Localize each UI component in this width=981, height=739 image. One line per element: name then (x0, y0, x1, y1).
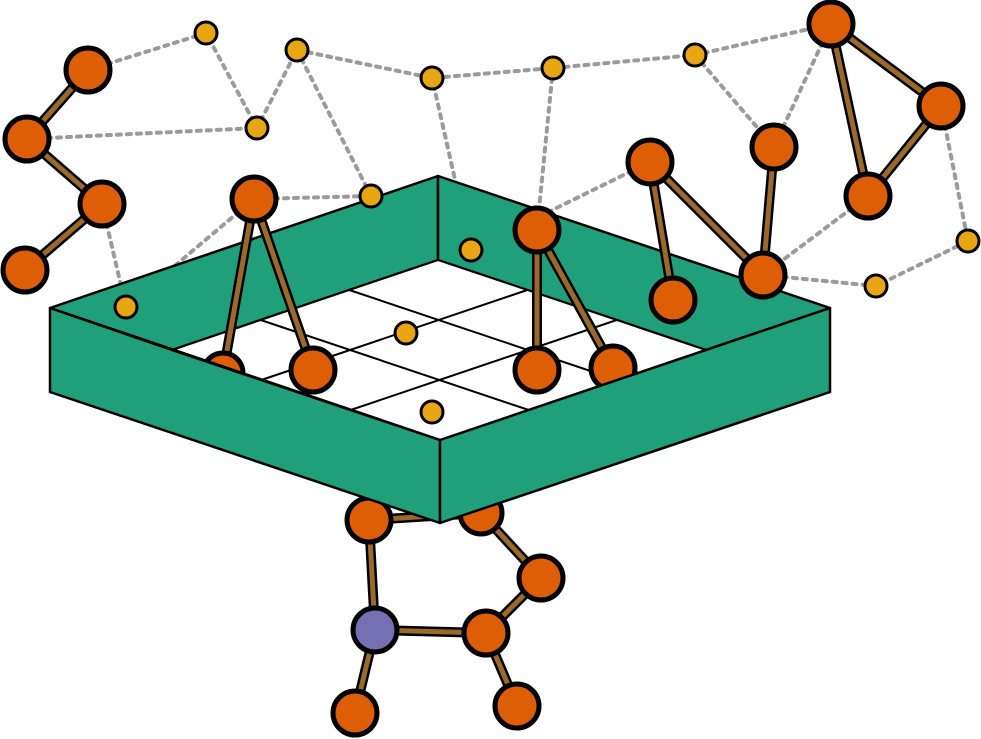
atom (330, 688, 380, 738)
bond (828, 21, 944, 199)
atom (625, 137, 675, 187)
atom (229, 174, 279, 224)
atom (461, 608, 511, 658)
molecule-left-chain (0, 45, 127, 295)
atom (288, 345, 338, 395)
small-node (863, 273, 889, 299)
atom (63, 45, 113, 95)
atom (749, 122, 799, 172)
bond (364, 508, 546, 638)
small-node (419, 65, 445, 91)
grid-line (350, 319, 618, 411)
atom (648, 275, 698, 325)
bond (23, 68, 105, 272)
tray-rim-left (48, 306, 442, 442)
small-nodes-outside (113, 20, 981, 320)
atom (512, 205, 562, 255)
atom (512, 345, 562, 395)
atom (738, 250, 788, 300)
atom (916, 81, 966, 131)
atom (843, 171, 893, 221)
small-nodes-inside (393, 237, 484, 425)
atom (806, 0, 856, 49)
small-node (419, 399, 445, 425)
small-node (113, 294, 139, 320)
small-node (393, 320, 419, 346)
bond (251, 196, 316, 373)
molecule-right-cluster (625, 122, 799, 325)
outer-molecules (0, 0, 981, 325)
atom-purple (350, 605, 400, 655)
atom (2, 114, 52, 164)
dotted-link (761, 104, 971, 289)
tray-front-right-wall (438, 306, 832, 525)
small-node (955, 228, 981, 254)
bond (647, 146, 777, 301)
small-node (244, 115, 270, 141)
tray-front (48, 306, 832, 525)
dotted-link (86, 22, 833, 133)
small-node (193, 20, 219, 46)
atom (516, 553, 566, 603)
small-node (540, 55, 566, 81)
grid-line (348, 289, 618, 381)
small-node (458, 237, 484, 263)
atom (77, 179, 127, 229)
bond (220, 196, 257, 376)
molecule-top-right-triangle (806, 0, 966, 221)
bond (534, 227, 616, 371)
small-node (358, 183, 384, 209)
molecule-bottom-ring (330, 489, 566, 738)
bond (366, 510, 544, 636)
small-node (682, 42, 708, 68)
atom (492, 681, 542, 731)
small-node (284, 37, 310, 63)
atom (0, 245, 50, 295)
dotted-link (25, 126, 259, 141)
dotted-link (469, 160, 652, 252)
